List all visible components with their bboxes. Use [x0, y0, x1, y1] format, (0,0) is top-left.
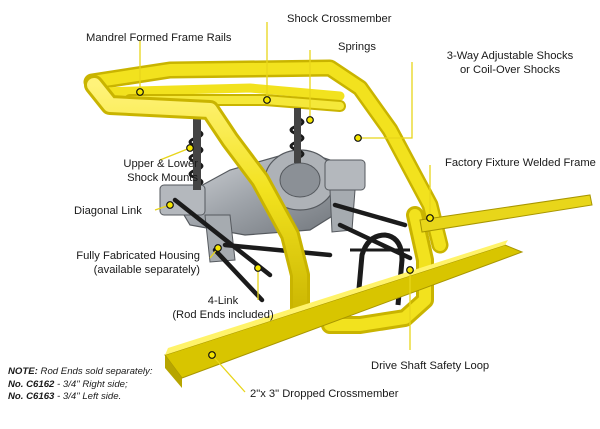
drive-shaft-loop: [350, 232, 410, 306]
label-mandrel-frame-rails: Mandrel Formed Frame Rails: [86, 32, 232, 44]
leader-dots: [136, 88, 434, 359]
note-desc-left: - 3/4" Left side.: [54, 391, 122, 402]
label-adjustable-shocks-line2: or Coil-Over Shocks: [459, 64, 561, 76]
label-adjustable-shocks: 3-Way Adjustable Shocks or Coil-Over Sho…: [430, 49, 590, 77]
note-part-right: No. C6162: [8, 378, 55, 390]
note-line-2: No. C6162 - 3/4" Right side;: [8, 379, 153, 392]
label-diagonal-link: Diagonal Link: [74, 205, 142, 217]
note-part-left: No. C6163: [8, 391, 55, 402]
label-four-link-line1: 4-Link: [207, 295, 239, 307]
note-text: Rod Ends sold separately:: [40, 366, 153, 377]
leader-lines: [139, 22, 431, 393]
note-line-3: No. C6163 - 3/4" Left side.: [8, 391, 153, 404]
rear-cross-bar: [419, 194, 593, 233]
dropped-crossmember-bar: [164, 240, 524, 388]
label-shock-mounts-line2: Shock Mounts: [127, 172, 198, 184]
label-factory-fixture: Factory Fixture Welded Frame: [445, 157, 596, 169]
label-four-link-line2: (Rod Ends included): [172, 309, 274, 321]
label-shock-crossmember: Shock Crossmember: [287, 13, 392, 25]
label-fabricated-housing-line2: (available separately): [93, 264, 200, 276]
label-shock-mounts-line1: Upper & Lower: [123, 158, 198, 170]
label-shock-mounts: Upper & Lower Shock Mounts: [50, 157, 198, 185]
note-desc-right: - 3/4" Right side;: [54, 378, 128, 390]
label-four-link: 4-Link (Rod Ends included): [168, 294, 278, 322]
note-title: NOTE:: [8, 366, 38, 377]
front-frame-rail: [84, 75, 434, 334]
label-fabricated-housing: Fully Fabricated Housing (available sepa…: [50, 249, 200, 277]
four-link-bars: [172, 197, 413, 303]
note-line-1: NOTE: Rod Ends sold separately:: [8, 366, 153, 379]
coil-springs: [188, 108, 305, 190]
label-drive-shaft-loop: Drive Shaft Safety Loop: [371, 360, 490, 372]
label-fabricated-housing-line1: Fully Fabricated Housing: [76, 250, 200, 262]
label-adjustable-shocks-line1: 3-Way Adjustable Shocks: [446, 50, 574, 62]
rod-ends-note: NOTE: Rod Ends sold separately: No. C616…: [8, 366, 153, 404]
label-springs: Springs: [338, 41, 376, 53]
label-dropped-crossmember: 2"x 3" Dropped Crossmember: [250, 388, 399, 400]
